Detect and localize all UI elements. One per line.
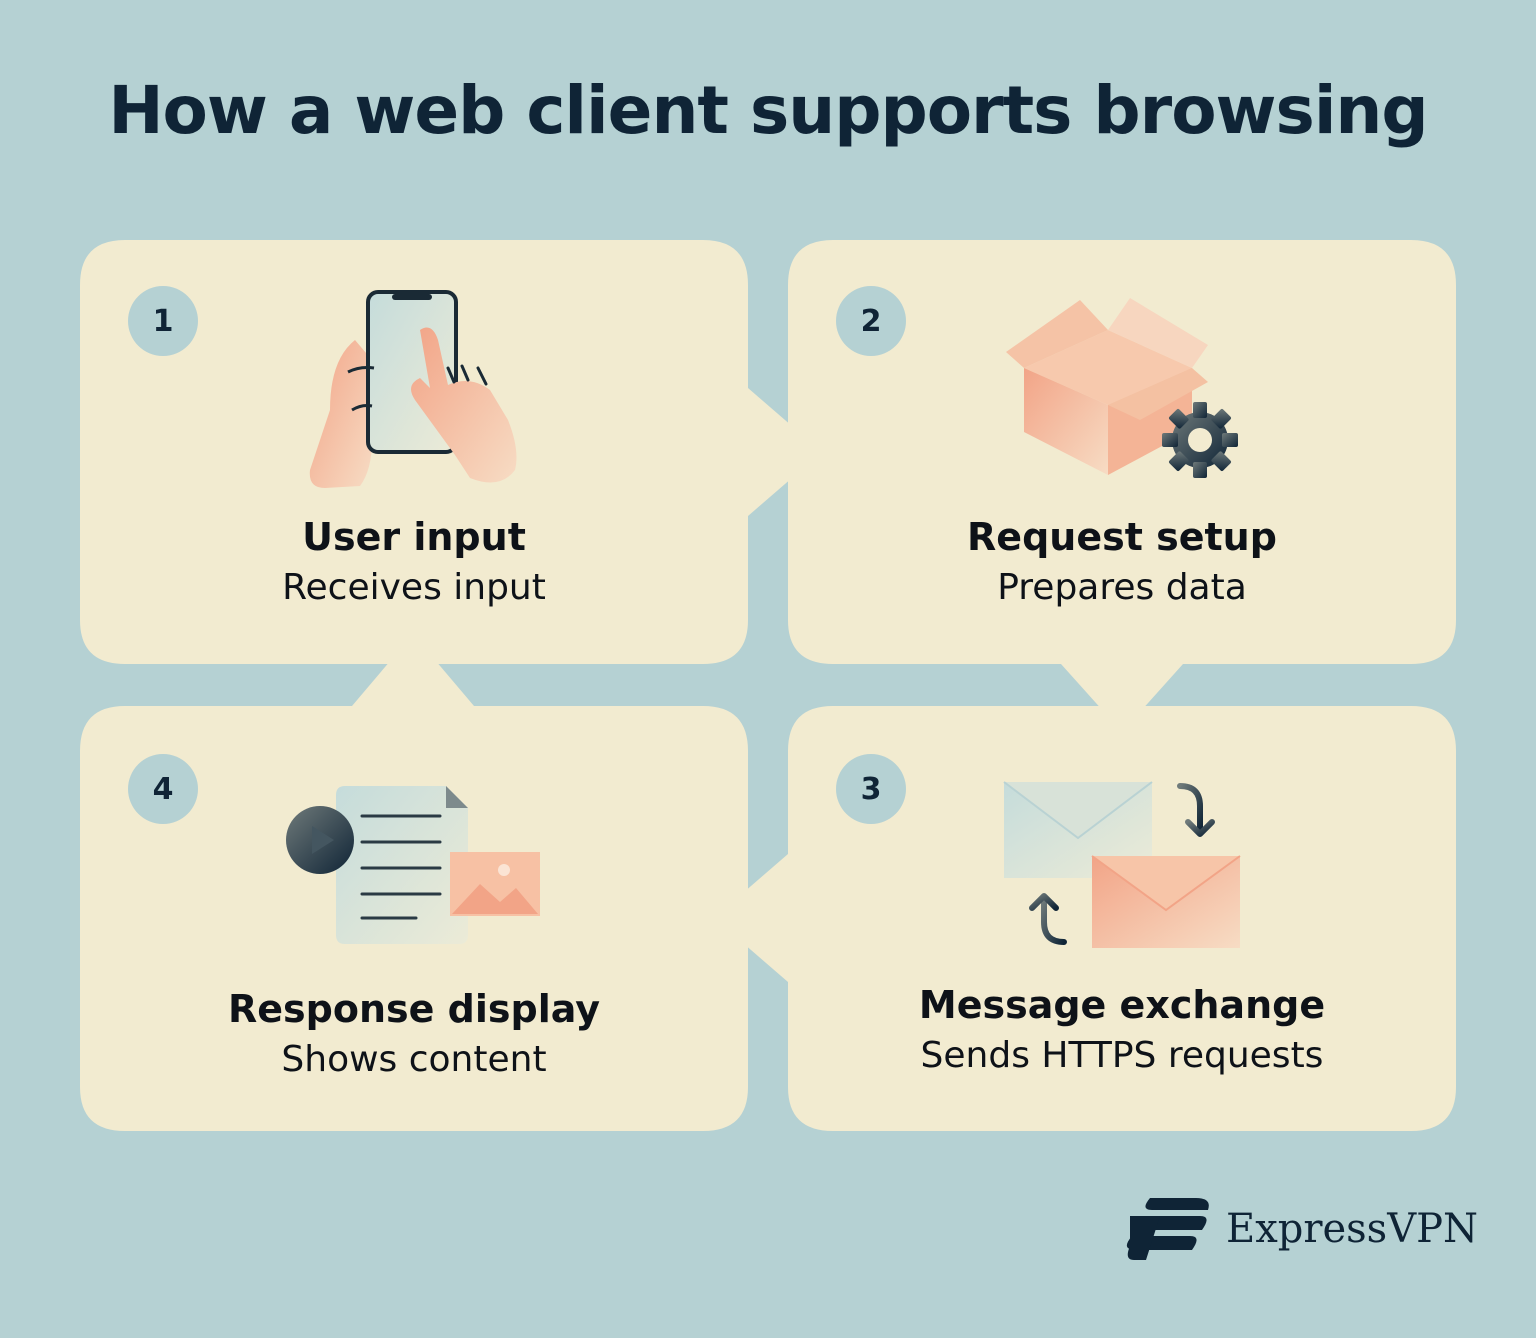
step-2-heading: Request setup bbox=[967, 515, 1277, 559]
step-3-heading: Message exchange bbox=[918, 983, 1326, 1027]
box-gear-icon bbox=[1006, 298, 1238, 478]
expressvpn-logo-icon bbox=[1126, 1198, 1209, 1260]
step-2-text: Request setup Prepares data bbox=[788, 512, 1456, 614]
phone-touch-icon bbox=[309, 290, 517, 488]
envelope-exchange-icon bbox=[1003, 781, 1241, 948]
step-card-2 bbox=[788, 240, 1456, 732]
step-4-heading: Response display bbox=[228, 987, 600, 1031]
page-title: How a web client supports browsing bbox=[108, 72, 1428, 149]
step-2-subtitle: Prepares data bbox=[997, 567, 1247, 608]
step-4-badge: 4 bbox=[128, 754, 198, 824]
step-1-heading: User input bbox=[302, 515, 526, 559]
step-4-subtitle: Shows content bbox=[281, 1039, 547, 1080]
document-media-icon bbox=[286, 786, 540, 944]
step-3-text: Message exchange Sends HTTPS requests bbox=[788, 980, 1456, 1082]
step-card-3 bbox=[714, 706, 1456, 1131]
step-1-text: User input Receives input bbox=[80, 512, 748, 614]
step-1-subtitle: Receives input bbox=[282, 567, 546, 608]
step-2-badge: 2 bbox=[836, 286, 906, 356]
step-1-badge: 1 bbox=[128, 286, 198, 356]
step-3-badge: 3 bbox=[836, 754, 906, 824]
step-4-text: Response display Shows content bbox=[80, 984, 748, 1086]
step-3-subtitle: Sends HTTPS requests bbox=[920, 1035, 1324, 1076]
brand-name: ExpressVPN bbox=[1226, 1206, 1479, 1252]
